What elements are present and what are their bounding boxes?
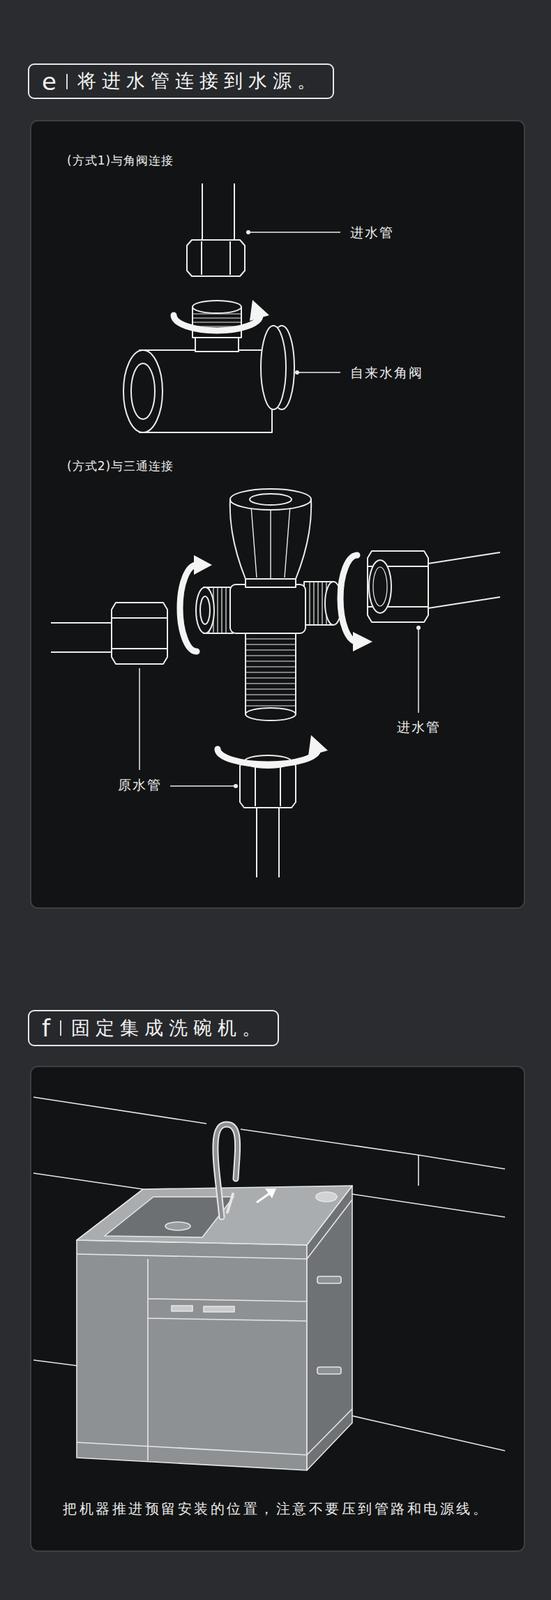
arrow-head	[249, 299, 270, 321]
sink-drain	[165, 1221, 191, 1231]
panel	[30, 1066, 525, 1552]
leader-dot	[233, 783, 238, 789]
hex-nut	[186, 239, 245, 277]
instruction-note: 把机器推进预留安装的位置，注意不要压到管路和电源线。	[61, 1499, 491, 1518]
source-pipe	[256, 807, 279, 878]
rotate-arrow	[217, 749, 319, 765]
angle-valve-figure	[123, 183, 341, 433]
leader-line	[170, 785, 235, 787]
thread-top	[192, 300, 242, 314]
handle-top-ring	[249, 493, 292, 505]
leader-line	[248, 231, 341, 233]
push-arrow-head	[265, 1188, 277, 1199]
separator-bar	[59, 1020, 62, 1036]
hex-nut	[111, 602, 168, 664]
handle-flutes	[251, 505, 291, 579]
button	[171, 1305, 193, 1312]
faucet-lever	[227, 1194, 233, 1213]
valve-outlet	[123, 350, 163, 433]
thread-lines	[309, 581, 327, 625]
tee-thread-bottom	[245, 631, 296, 715]
valve-outlet-hole	[131, 363, 155, 420]
method-heading: (方式2)与三通连接	[65, 458, 176, 474]
panel	[30, 120, 525, 909]
cabinet-figure	[33, 1097, 505, 1471]
thread-lines	[245, 638, 296, 706]
nut-opening	[368, 560, 392, 614]
part-label: 自来水角阀	[348, 364, 425, 382]
step-title: 将进水管连接到水源。	[77, 69, 322, 93]
separator-bar	[66, 73, 68, 90]
button	[203, 1306, 235, 1312]
part-label: 原水管	[116, 776, 164, 794]
tee-valve-figure	[50, 488, 501, 878]
cabinet-top	[76, 1185, 353, 1245]
step-header: e 将进水管连接到水源。	[27, 63, 335, 100]
arrow-head	[352, 631, 373, 652]
step-title: 固定集成洗碗机。	[71, 1016, 267, 1040]
leader-dot	[295, 370, 300, 375]
source-pipe	[50, 622, 113, 653]
part-label: 进水管	[395, 718, 443, 736]
nut-face	[111, 617, 168, 649]
step-header: f 固定集成洗碗机。	[27, 1009, 279, 1047]
inlet-pipe	[202, 183, 235, 242]
nut-face	[201, 241, 231, 275]
leader-line	[297, 371, 341, 374]
nut-face	[367, 566, 429, 607]
step-letter: f	[41, 1016, 51, 1040]
tee-body	[230, 584, 306, 634]
cabinet-front	[76, 1240, 307, 1471]
panel-group	[30, 120, 525, 1552]
push-arrow	[256, 1192, 271, 1203]
leader-dot	[416, 625, 421, 630]
method-heading: (方式1)与角阀连接	[65, 152, 176, 169]
step-letter: e	[41, 69, 57, 94]
control-knob	[315, 1191, 337, 1202]
side-handle	[317, 1367, 342, 1375]
arrow-head	[193, 555, 213, 575]
arrow-head	[308, 735, 328, 757]
thread-hole	[200, 596, 210, 625]
sink-basin	[104, 1196, 234, 1238]
faucet-outline	[215, 1124, 238, 1218]
rotate-arrow	[173, 315, 261, 331]
thread-end	[195, 587, 215, 634]
part-label: 进水管	[348, 223, 396, 242]
cabinet-lines	[76, 1199, 353, 1461]
inlet-pipe	[428, 552, 501, 609]
leader-line	[138, 668, 141, 771]
faucet	[215, 1124, 238, 1218]
tee-handle	[230, 499, 312, 579]
hex-nut	[367, 551, 429, 623]
thread-end	[245, 707, 296, 721]
wall-flange-face	[260, 325, 286, 410]
leader-line	[417, 627, 420, 713]
handle-top	[230, 488, 312, 510]
rotate-arrow	[340, 555, 358, 642]
side-handle	[317, 1276, 342, 1284]
nut-thread	[373, 567, 388, 607]
leader-dot	[246, 230, 251, 235]
rotate-arrow	[179, 564, 197, 652]
